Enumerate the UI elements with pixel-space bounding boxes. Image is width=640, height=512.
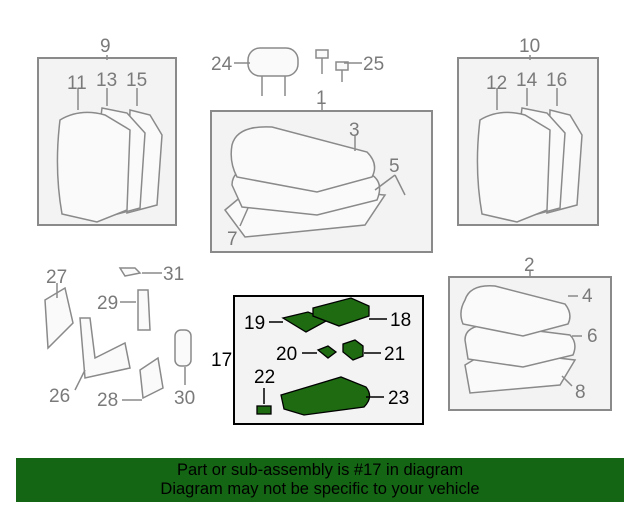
callout-20[interactable]: 20 xyxy=(276,344,297,365)
side-cover-27 xyxy=(44,286,74,350)
part-29 xyxy=(137,289,151,331)
callout-12: 12 xyxy=(486,73,507,94)
callout-22[interactable]: 22 xyxy=(254,367,275,388)
callout-11: 11 xyxy=(67,73,87,94)
notice-banner: Part or sub-assembly is #17 in diagram D… xyxy=(16,458,624,502)
callout-23[interactable]: 23 xyxy=(388,388,409,409)
callout-21[interactable]: 21 xyxy=(384,344,405,365)
callout-3: 3 xyxy=(349,120,360,141)
seat-back-left xyxy=(56,107,163,223)
seat-cushion-assembly xyxy=(223,126,387,238)
seat-cushion-right xyxy=(460,285,577,394)
part-22[interactable] xyxy=(256,405,272,415)
callout-16: 16 xyxy=(546,70,567,91)
part-30 xyxy=(174,329,192,367)
cover-28 xyxy=(139,356,164,400)
callout-25: 25 xyxy=(363,54,384,75)
callout-8: 8 xyxy=(575,382,586,403)
callout-1: 1 xyxy=(316,88,327,109)
callout-4: 4 xyxy=(582,286,593,307)
callout-9: 9 xyxy=(100,36,111,57)
headrest-guides xyxy=(315,49,349,82)
callout-26: 26 xyxy=(49,386,70,407)
callout-27: 27 xyxy=(46,267,67,288)
notice-line-1: Part or sub-assembly is #17 in diagram xyxy=(176,461,464,479)
notice-line-2: Diagram may not be specific to your vehi… xyxy=(160,480,480,498)
part-23-console-box[interactable] xyxy=(280,376,371,416)
callout-6: 6 xyxy=(587,326,598,347)
callout-28: 28 xyxy=(97,390,118,411)
callout-31: 31 xyxy=(163,264,184,285)
part-20[interactable] xyxy=(316,345,338,359)
callout-19[interactable]: 19 xyxy=(244,313,265,334)
callout-29: 29 xyxy=(97,293,118,314)
callout-2: 2 xyxy=(524,255,535,276)
part-31 xyxy=(118,267,142,277)
part-21[interactable] xyxy=(342,339,364,361)
part-18-lid[interactable] xyxy=(312,297,370,327)
callout-30: 30 xyxy=(174,388,195,409)
headrest xyxy=(247,47,299,96)
leader-lines xyxy=(56,55,582,404)
callout-24: 24 xyxy=(211,54,233,75)
callout-17[interactable]: 17 xyxy=(211,350,232,371)
callout-10: 10 xyxy=(519,36,540,57)
callout-18[interactable]: 18 xyxy=(390,310,411,331)
callout-7: 7 xyxy=(227,229,238,250)
seat-back-right xyxy=(476,107,583,223)
callout-5: 5 xyxy=(389,156,400,177)
bracket-26 xyxy=(79,317,131,379)
callout-15: 15 xyxy=(126,70,147,91)
callout-13: 13 xyxy=(96,70,117,91)
callout-14: 14 xyxy=(516,70,538,91)
